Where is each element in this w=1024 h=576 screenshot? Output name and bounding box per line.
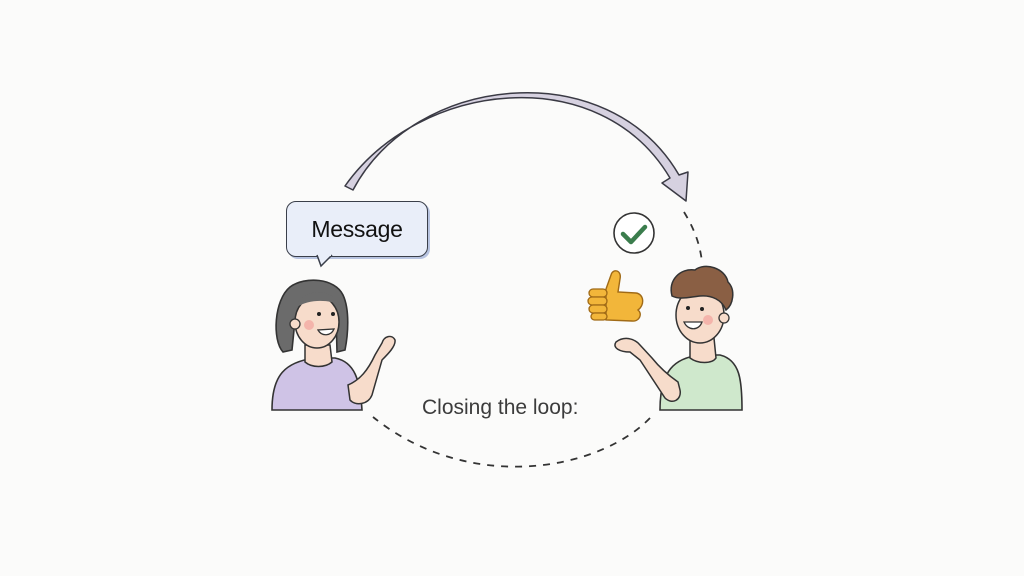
message-label: Message bbox=[311, 215, 403, 242]
receiver-man-illustration bbox=[614, 265, 743, 411]
caption-text: Closing the loop: bbox=[422, 396, 579, 419]
curved-arrow-icon bbox=[344, 92, 689, 202]
dashed-return-path bbox=[372, 211, 703, 468]
check-circle-icon bbox=[613, 212, 655, 254]
message-bubble: Message bbox=[286, 201, 428, 257]
sender-woman-illustration bbox=[271, 279, 396, 411]
thumbs-up-icon bbox=[587, 270, 644, 322]
